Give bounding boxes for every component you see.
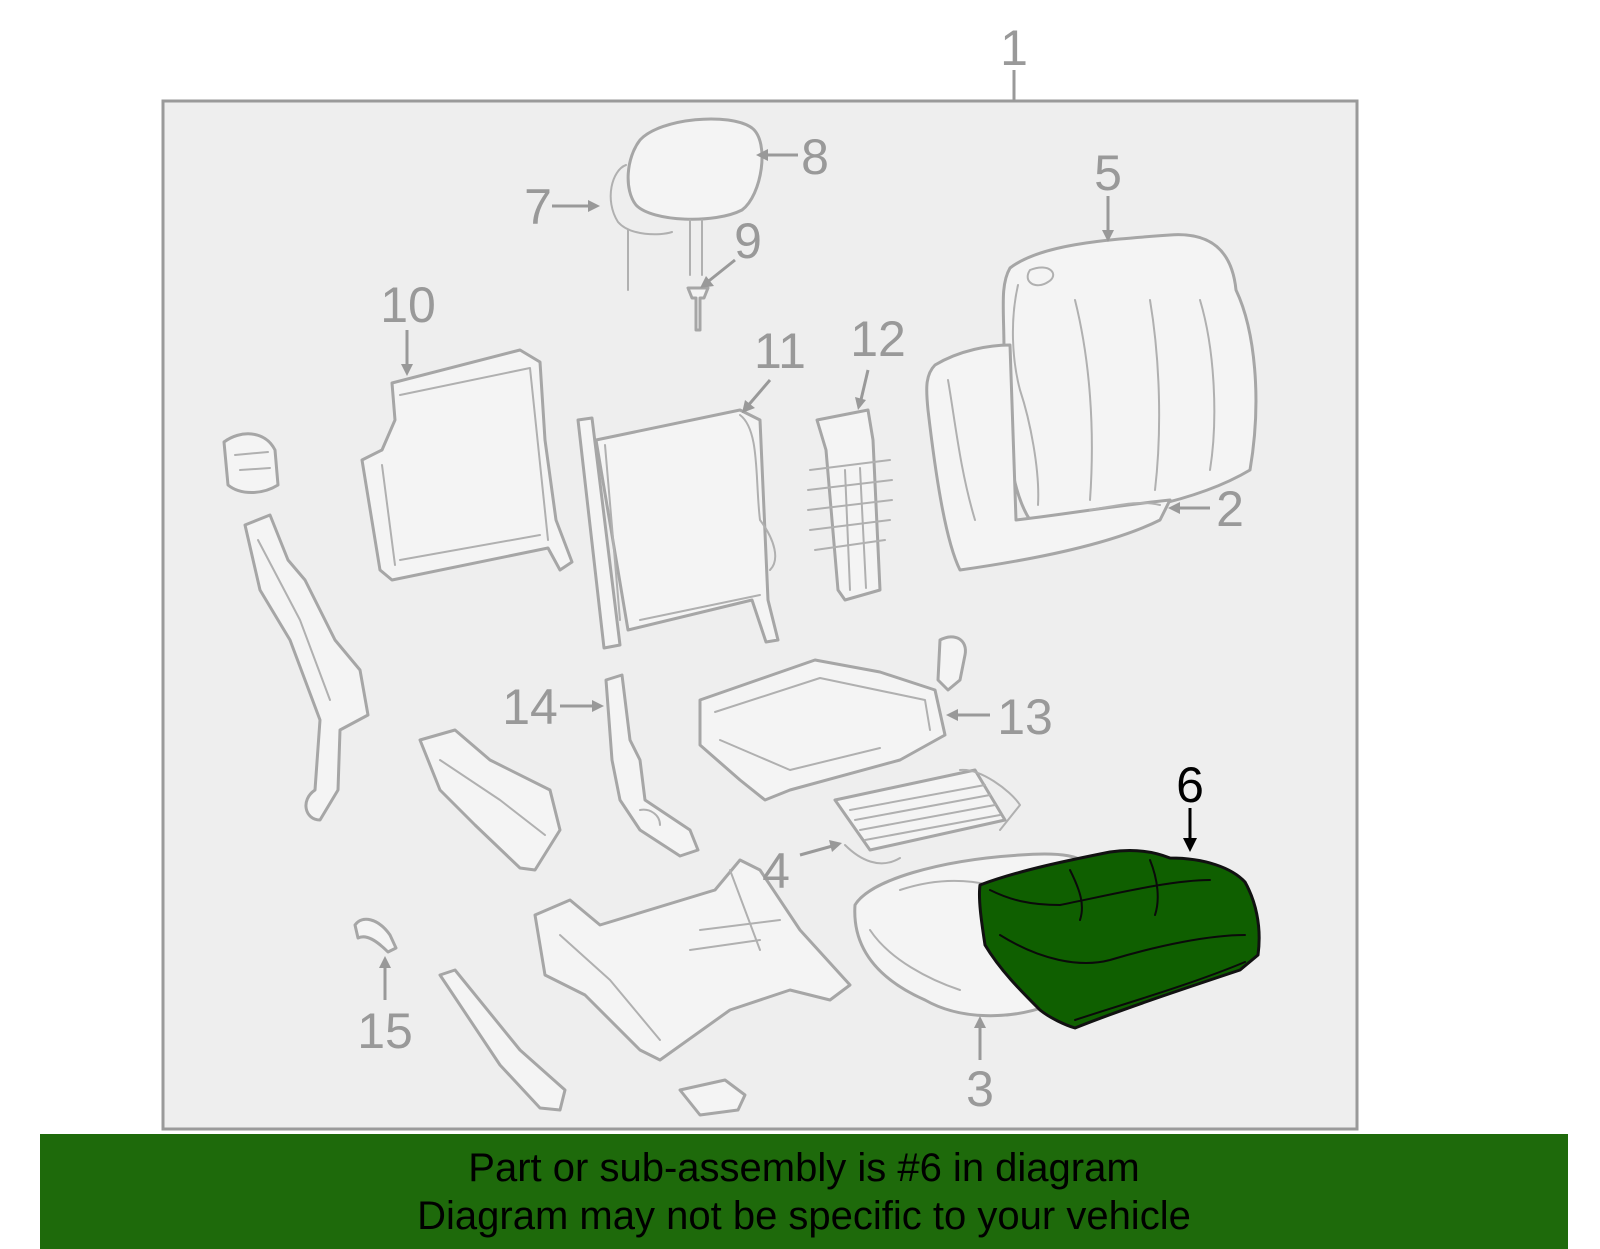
callout-2[interactable]: 2 [1168, 481, 1244, 537]
headrest-guide-part[interactable] [686, 286, 710, 332]
callout-9[interactable]: 9 [700, 213, 762, 288]
seat-back-frame-part[interactable] [576, 408, 780, 650]
callout-3[interactable]: 3 [966, 1016, 994, 1117]
callout-14-label: 14 [502, 679, 558, 735]
banner-disclaimer: Diagram may not be specific to your vehi… [417, 1194, 1191, 1238]
callout-7-label: 7 [524, 179, 552, 235]
seat-back-panel-part[interactable] [360, 348, 574, 582]
seat-cushion-cover-part[interactable] [978, 848, 1261, 1030]
callout-8-label: 8 [801, 129, 829, 185]
cushion-pan-part[interactable] [698, 635, 967, 802]
callout-11-label: 11 [754, 323, 806, 379]
seat-adjuster-part[interactable] [438, 858, 852, 1117]
callout-4-label: 4 [762, 843, 790, 899]
callout-1-label: 1 [1000, 20, 1028, 76]
callout-7[interactable]: 7 [524, 179, 600, 235]
callout-10-label: 10 [380, 277, 436, 333]
callout-4[interactable]: 4 [762, 840, 842, 899]
callout-5[interactable]: 5 [1094, 145, 1122, 242]
callout-2-label: 2 [1216, 481, 1244, 537]
seat-track-cover-part[interactable] [418, 728, 562, 872]
callout-13[interactable]: 13 [946, 689, 1053, 745]
callout-3-label: 3 [966, 1061, 994, 1117]
lumbar-support-part[interactable] [807, 408, 893, 602]
recliner-bracket-part[interactable] [604, 673, 700, 858]
seat-back-pad-part[interactable] [925, 343, 1172, 572]
seat-back-cover-part[interactable] [1001, 233, 1258, 522]
callout-12[interactable]: 12 [850, 311, 906, 410]
small-clip-part[interactable] [353, 917, 398, 954]
callout-10[interactable]: 10 [380, 277, 436, 376]
callout-11[interactable]: 11 [742, 323, 806, 413]
banner-part-note: Part or sub-assembly is #6 in diagram [468, 1146, 1140, 1190]
side-trim-part[interactable] [222, 432, 370, 822]
callout-13-label: 13 [997, 689, 1053, 745]
callout-12-label: 12 [850, 311, 906, 367]
callout-6[interactable]: 6 [1176, 757, 1204, 852]
callout-1[interactable]: 1 [1000, 20, 1028, 101]
info-banner: Part or sub-assembly is #6 in diagram Di… [40, 1134, 1568, 1249]
callout-5-label: 5 [1094, 145, 1122, 201]
callout-14[interactable]: 14 [502, 679, 604, 735]
headrest-part[interactable] [609, 117, 764, 291]
callout-15[interactable]: 15 [357, 956, 413, 1059]
cushion-spring-part[interactable] [833, 768, 1021, 865]
callout-15-label: 15 [357, 1003, 413, 1059]
callout-6-label: 6 [1176, 757, 1204, 813]
callout-9-label: 9 [734, 213, 762, 269]
callout-8[interactable]: 8 [756, 129, 829, 185]
